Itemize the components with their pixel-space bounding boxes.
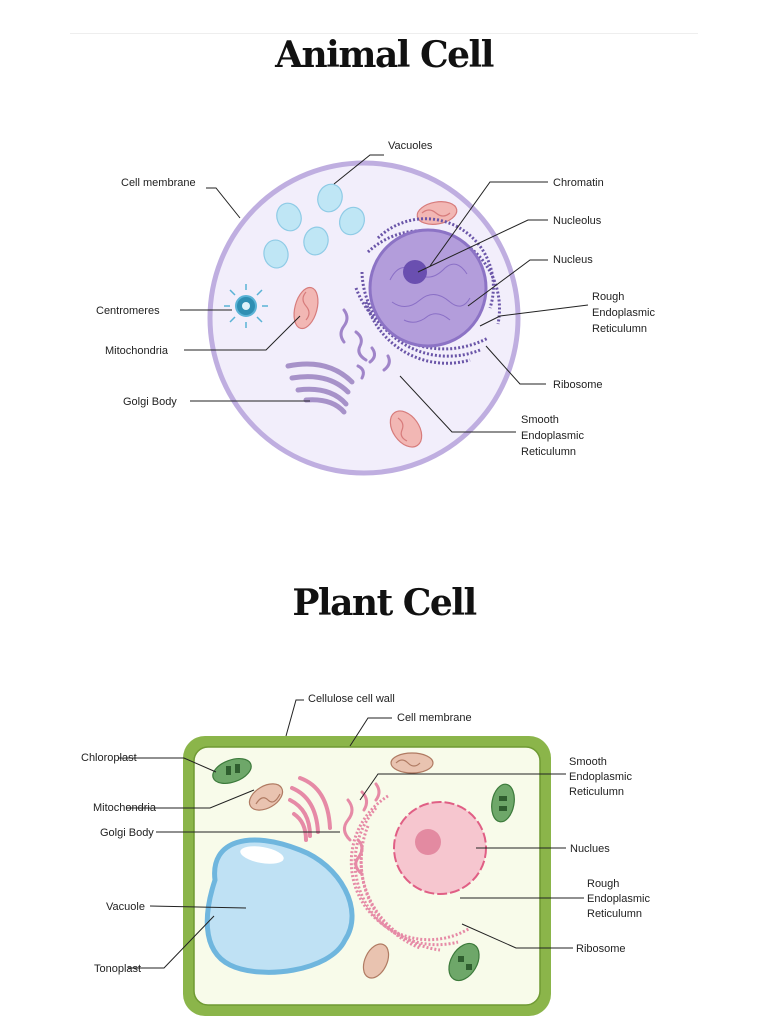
label-animal-cell-membrane: Cell membrane <box>121 177 196 189</box>
plant-nucleolus <box>415 829 441 855</box>
label-centromeres: Centromeres <box>96 305 160 317</box>
plant-golgi <box>288 776 332 842</box>
plant-vacuole <box>204 837 355 975</box>
label-animal-rough-er-1: Rough <box>592 291 624 303</box>
label-animal-golgi-body: Golgi Body <box>123 396 177 408</box>
label-animal-smooth-er-3: Reticulumn <box>521 446 576 458</box>
animal-golgi <box>285 361 355 415</box>
label-vacuole: Vacuole <box>106 901 145 913</box>
animal-nucleus <box>368 228 488 348</box>
top-divider <box>70 33 698 34</box>
plant-rough-er <box>349 794 471 952</box>
plant-smooth-er <box>343 782 381 876</box>
animal-cell-title: Animal Cell <box>275 34 494 76</box>
label-animal-rough-er-2: Endoplasmic <box>592 307 655 319</box>
plant-cell-diagram: Cellulose cell wall Cell membrane Chloro… <box>81 693 650 1016</box>
animal-vacuoles <box>263 183 365 269</box>
chloroplast-thylakoids <box>226 764 507 970</box>
label-plant-smooth-er-3: Reticulumn <box>569 786 624 798</box>
animal-cell-diagram: Vacuoles Cell membrane Chromatin Nucleol… <box>96 140 655 476</box>
label-chloroplast: Chloroplast <box>81 752 137 764</box>
label-plant-rough-er-3: Reticulumn <box>587 908 642 920</box>
label-nucleolus: Nucleolus <box>553 215 602 227</box>
label-plant-nucleus: Nuclues <box>570 843 610 855</box>
animal-centromere <box>224 284 268 328</box>
animal-chromatin <box>389 263 471 323</box>
animal-mitochondria <box>293 201 458 448</box>
label-plant-rough-er-1: Rough <box>587 878 619 890</box>
label-plant-smooth-er-2: Endoplasmic <box>569 771 632 783</box>
plant-mitochondria <box>248 752 434 979</box>
label-animal-ribosome: Ribosome <box>553 379 603 391</box>
label-plant-smooth-er-1: Smooth <box>569 756 607 768</box>
label-plant-golgi-body: Golgi Body <box>100 827 154 839</box>
label-plant-mitochondria: Mitochondria <box>93 802 157 814</box>
label-animal-nucleus: Nucleus <box>553 254 593 266</box>
animal-smooth-er <box>339 308 391 380</box>
label-plant-rough-er-2: Endoplasmic <box>587 893 650 905</box>
plant-nucleus <box>393 801 487 895</box>
animal-rough-er <box>354 217 501 365</box>
label-animal-smooth-er-1: Smooth <box>521 414 559 426</box>
animal-nucleolus <box>403 260 427 284</box>
label-animal-mitochondria: Mitochondria <box>105 345 169 357</box>
label-cell-wall: Cellulose cell wall <box>308 693 395 705</box>
plant-cell-title: Plant Cell <box>292 582 477 624</box>
plant-leader-lines <box>118 699 584 969</box>
label-tonoplast: Tonoplast <box>94 963 141 975</box>
label-chromatin: Chromatin <box>553 177 604 189</box>
label-plant-ribosome: Ribosome <box>576 943 626 955</box>
animal-leader-lines <box>180 154 589 433</box>
label-animal-smooth-er-2: Endoplasmic <box>521 430 584 442</box>
label-vacuoles: Vacuoles <box>388 140 433 152</box>
vacuole-highlight <box>240 846 284 864</box>
label-plant-cell-membrane: Cell membrane <box>397 712 472 724</box>
label-animal-rough-er-3: Reticulumn <box>592 323 647 335</box>
